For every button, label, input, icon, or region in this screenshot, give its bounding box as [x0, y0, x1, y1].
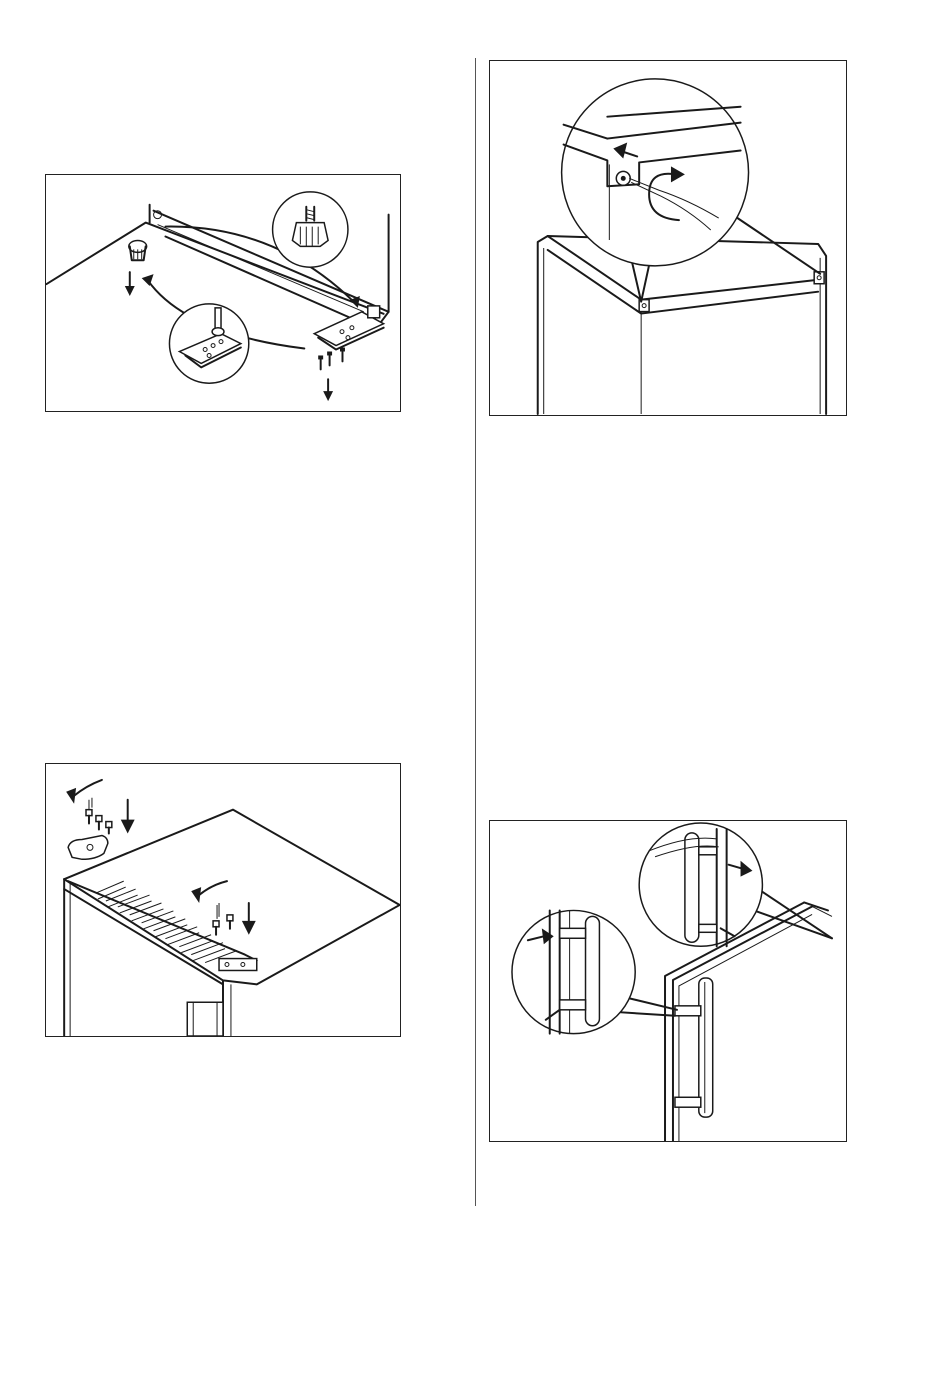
arrow-down-icon	[121, 800, 135, 834]
illustration-top-cover	[489, 60, 847, 416]
foot-icon	[129, 240, 147, 260]
illustration-bottom-hinge	[45, 174, 401, 412]
screw-icon	[318, 348, 345, 370]
screw-icon	[86, 798, 112, 834]
door-handle-icon	[187, 1002, 223, 1036]
top-hinge-drawing	[46, 764, 400, 1036]
illustration-door-handle	[489, 820, 847, 1142]
illustration-top-hinge	[45, 763, 401, 1037]
cover-screw-icon	[616, 171, 630, 185]
bottom-hinge-drawing	[46, 175, 400, 411]
arrow-down-icon-2	[242, 903, 256, 935]
column-divider	[475, 58, 476, 1206]
rotate-arrow-icon	[66, 780, 102, 804]
top-cover-drawing	[490, 61, 846, 415]
hinge-cover-icon	[68, 835, 108, 859]
screw-icon-2	[213, 903, 233, 935]
hinge-bracket-icon	[314, 306, 383, 350]
door-handle-drawing	[490, 821, 846, 1141]
door-handle-icon	[675, 978, 713, 1117]
rotate-arrow-icon-2	[191, 881, 227, 903]
